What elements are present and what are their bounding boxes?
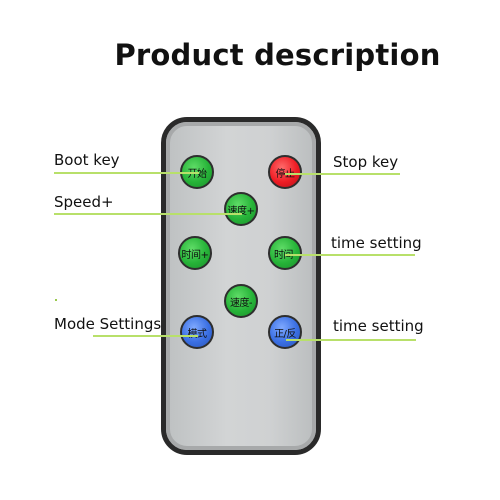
stop-button[interactable]: 停止 xyxy=(268,155,302,189)
page-title: Product description xyxy=(114,38,441,72)
mode-settings-callout-line xyxy=(93,335,198,337)
speed-plus-label: Speed+ xyxy=(54,193,114,211)
stray-dot xyxy=(55,299,57,301)
forward-reverse-button[interactable]: 正/反 xyxy=(268,315,302,349)
time-setting-label-2: time setting xyxy=(333,317,424,335)
time-minus-button[interactable]: 时间- xyxy=(268,236,302,270)
time-setting-label-1: time setting xyxy=(331,234,422,252)
time-setting-callout-line-2 xyxy=(286,339,416,341)
stop-key-label: Stop key xyxy=(333,153,399,171)
speed-plus-callout-line xyxy=(54,213,242,215)
boot-key-callout-line xyxy=(54,172,199,174)
speed-down-button[interactable]: 速度- xyxy=(224,284,258,318)
stop-key-callout-line xyxy=(285,173,400,175)
boot-key-label: Boot key xyxy=(54,151,120,169)
speed-up-button[interactable]: 速度+ xyxy=(224,192,258,226)
mode-button[interactable]: 模式 xyxy=(180,315,214,349)
time-plus-button[interactable]: 时间+ xyxy=(178,236,212,270)
time-setting-callout-line-1 xyxy=(285,254,415,256)
mode-settings-label: Mode Settings xyxy=(54,315,162,333)
